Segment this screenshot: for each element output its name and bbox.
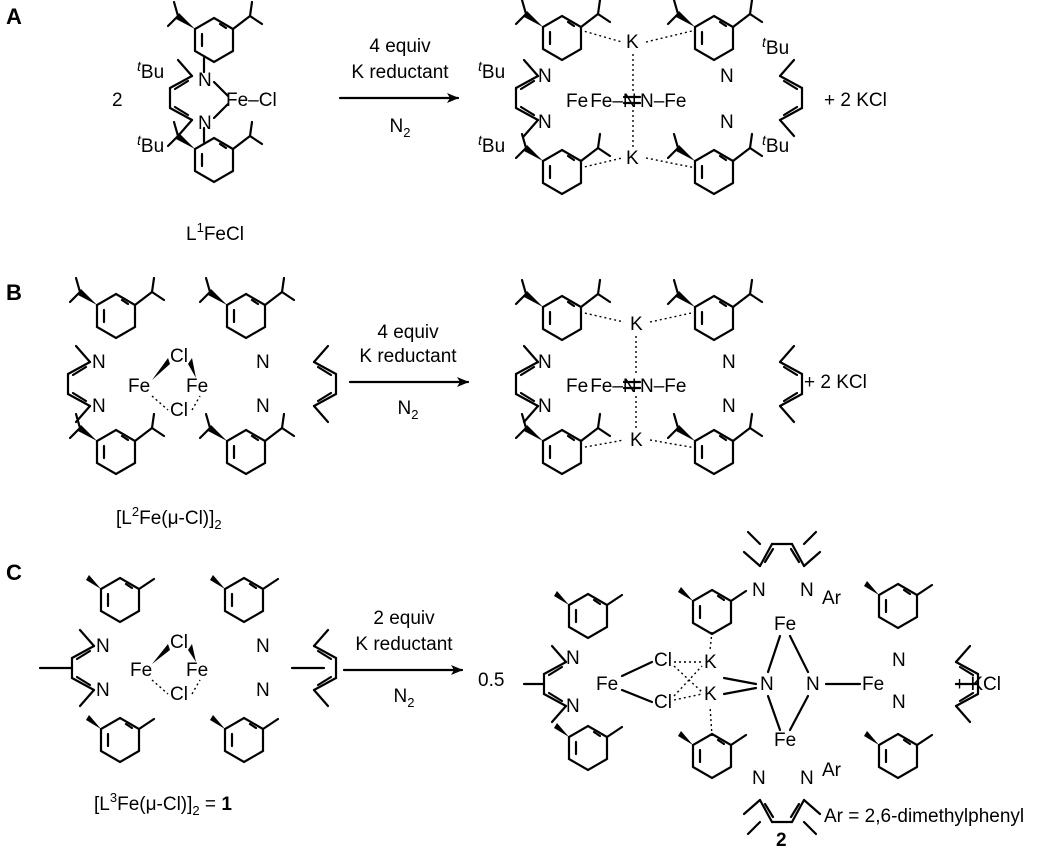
- fe-atom: Fe: [128, 376, 150, 397]
- panel-label-c: C: [6, 560, 22, 585]
- fe-atom: Fe: [186, 376, 208, 397]
- n-atom: N: [198, 113, 212, 134]
- reactant-name-c: [L3Fe(μ-Cl)]2 = 1: [94, 790, 232, 818]
- svg-text:4 equiv: 4 equiv: [369, 36, 431, 57]
- ar-label: Ar: [822, 760, 842, 781]
- svg-text:tBu: tBu: [478, 132, 505, 157]
- svg-text:tBu: tBu: [762, 132, 789, 157]
- svg-text:N: N: [566, 648, 580, 669]
- product-number-c: 2: [776, 830, 787, 851]
- conditions-c: 2 equiv K reductant N2: [342, 608, 464, 710]
- svg-text:N: N: [538, 352, 552, 373]
- svg-text:N: N: [96, 636, 110, 657]
- svg-text:N: N: [96, 680, 110, 701]
- product-c: N N Fe Cl Cl K K Fe Fe N N N N: [522, 530, 980, 836]
- panel-label-a: A: [6, 4, 22, 29]
- svg-text:K reductant: K reductant: [355, 634, 453, 655]
- svg-text:N: N: [720, 112, 734, 133]
- cl-atom: Cl: [170, 346, 188, 367]
- k-atom: K: [630, 430, 643, 451]
- svg-text:N: N: [722, 396, 736, 417]
- svg-text:Fe: Fe: [862, 674, 884, 695]
- svg-text:N: N: [752, 768, 766, 789]
- fe-cl-fragment: Fe–Cl: [226, 90, 277, 111]
- byproduct-a: + 2 KCl: [824, 90, 887, 111]
- svg-text:4 equiv: 4 equiv: [377, 322, 439, 343]
- svg-text:Fe: Fe: [186, 660, 208, 681]
- svg-text:N: N: [256, 680, 270, 701]
- svg-text:N: N: [722, 352, 736, 373]
- svg-text:N: N: [538, 66, 552, 87]
- svg-text:K reductant: K reductant: [359, 346, 457, 367]
- k-atom: K: [704, 652, 717, 673]
- byproduct-b: + 2 KCl: [804, 372, 867, 393]
- panel-label-b: B: [6, 280, 22, 305]
- k-atom: K: [630, 314, 643, 335]
- svg-text:Cl: Cl: [170, 632, 188, 653]
- reactant-a: N N Fe–Cl tBu tBu: [137, 0, 277, 184]
- svg-text:N2: N2: [398, 398, 419, 422]
- tbu-label: tBu: [137, 58, 164, 83]
- svg-text:N: N: [92, 396, 106, 417]
- svg-text:K reductant: K reductant: [351, 62, 449, 83]
- svg-text:N: N: [752, 580, 766, 601]
- svg-text:N: N: [800, 768, 814, 789]
- svg-text:N: N: [256, 636, 270, 657]
- svg-text:Cl: Cl: [170, 684, 188, 705]
- reactant-c: N N N N Fe Fe Cl Cl: [38, 573, 338, 764]
- svg-text:N: N: [256, 352, 270, 373]
- svg-text:2 equiv: 2 equiv: [373, 608, 435, 629]
- svg-text:N: N: [566, 696, 580, 717]
- coefficient-a: 2: [112, 90, 123, 111]
- svg-text:N: N: [256, 396, 270, 417]
- fe-atom: Fe: [774, 614, 796, 635]
- reactant-name-b: [L2Fe(μ-Cl)]2: [116, 504, 222, 532]
- svg-text:Fe: Fe: [596, 674, 618, 695]
- ar-label: Ar: [822, 588, 842, 609]
- svg-text:tBu: tBu: [762, 34, 789, 59]
- svg-text:N: N: [892, 650, 906, 671]
- svg-text:N–Fe: N–Fe: [640, 91, 686, 112]
- svg-text:N: N: [538, 396, 552, 417]
- coefficient-c: 0.5: [478, 670, 504, 691]
- k-atom: K: [704, 684, 717, 705]
- svg-text:N2: N2: [394, 686, 415, 710]
- svg-text:Cl: Cl: [654, 650, 672, 671]
- conditions-a: 4 equiv K reductant N2: [338, 36, 460, 140]
- svg-text:N: N: [892, 692, 906, 713]
- svg-text:N: N: [720, 66, 734, 87]
- n-atom: N: [806, 674, 820, 695]
- reactant-name-a: L1FeCl: [186, 220, 244, 245]
- svg-text:tBu: tBu: [478, 58, 505, 83]
- n-atom: N: [198, 70, 212, 91]
- conditions-b: 4 equiv K reductant N2: [348, 322, 470, 422]
- byproduct-c: + KCl: [954, 674, 1001, 695]
- svg-text:N: N: [92, 352, 106, 373]
- svg-text:Fe: Fe: [130, 660, 152, 681]
- svg-text:N: N: [800, 580, 814, 601]
- k-atom: K: [626, 32, 639, 53]
- k-atom: K: [626, 148, 639, 169]
- footnote-ar: Ar = 2,6-dimethylphenyl: [824, 806, 1024, 827]
- svg-text:Cl: Cl: [654, 692, 672, 713]
- svg-text:N2: N2: [390, 116, 411, 140]
- tbu-label: tBu: [137, 132, 164, 157]
- reactant-b: N N N N Fe Fe Cl Cl: [66, 276, 338, 476]
- n-atom: N: [760, 674, 774, 695]
- fe-atom: Fe: [774, 730, 796, 751]
- svg-text:N–Fe: N–Fe: [640, 376, 686, 397]
- cl-atom: Cl: [170, 400, 188, 421]
- svg-text:N: N: [538, 112, 552, 133]
